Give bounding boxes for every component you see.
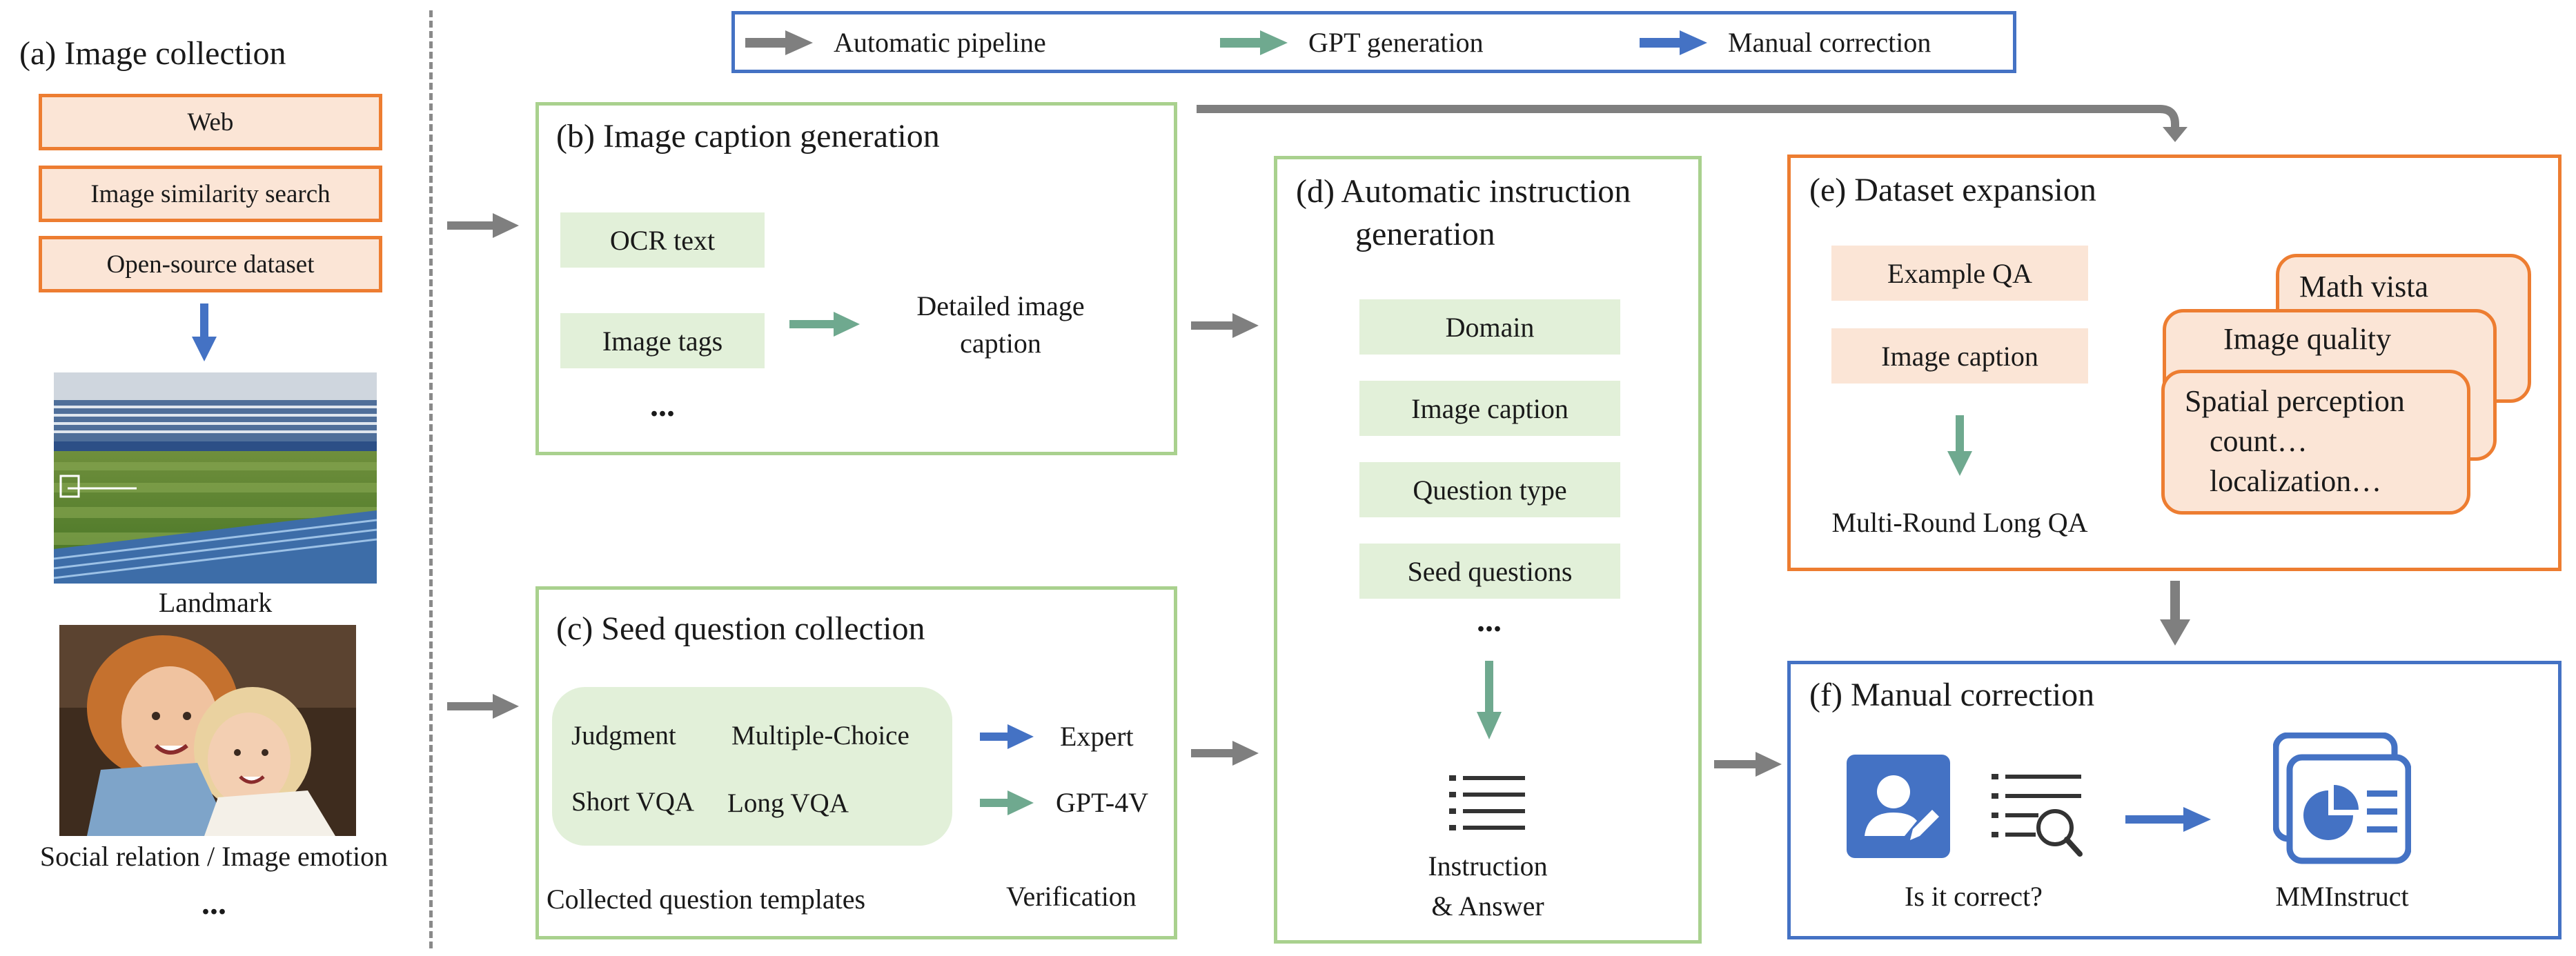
section-d-ellipsis: ...	[1477, 602, 1502, 639]
landmark-caption: Landmark	[158, 587, 273, 618]
legend-blue-arrow	[1640, 30, 1707, 55]
section-b-ellipsis: ...	[650, 387, 675, 424]
card-math-vista-label: Math vista	[2299, 270, 2428, 303]
input-image-caption-label: Image caption	[1411, 392, 1569, 424]
section-b-box	[535, 102, 1177, 455]
detailed-caption-line2: caption	[960, 328, 1041, 359]
image-caption-chip: Image caption	[1831, 328, 2088, 384]
ocr-text-chip: OCR text	[560, 212, 765, 268]
input-domain: Domain	[1359, 299, 1620, 355]
legend-manual-label: Manual correction	[1728, 27, 1931, 58]
type-short-vqa: Short VQA	[571, 787, 695, 817]
section-e-box	[1787, 155, 2562, 571]
card-spatial-line2: count…	[2210, 424, 2308, 458]
instruction-output-line2: & Answer	[1431, 890, 1544, 922]
seed-to-instruction-arrow	[1191, 741, 1259, 766]
question-types-cloud	[552, 687, 952, 846]
to-expert-arrow	[980, 724, 1034, 749]
section-c-box	[535, 586, 1177, 939]
legend-green-arrow	[1220, 30, 1288, 55]
legend-gray-arrow	[745, 30, 813, 55]
caption-to-instruction-arrow	[1191, 313, 1259, 338]
section-divider	[429, 10, 433, 948]
to-gpt4v-arrow	[980, 790, 1034, 815]
source-similarity-label: Image similarity search	[90, 179, 331, 208]
list-search-icon	[1992, 771, 2084, 858]
section-f-box	[1787, 661, 2562, 939]
input-seed-questions-label: Seed questions	[1407, 555, 1573, 587]
source-web: Web	[39, 94, 382, 150]
source-open-dataset: Open-source dataset	[39, 236, 382, 292]
section-d-title-line1: (d) Automatic instruction	[1296, 173, 1631, 210]
input-seed-questions: Seed questions	[1359, 544, 1620, 599]
dataset-chart-icon	[2272, 732, 2412, 865]
source-web-label: Web	[187, 108, 234, 137]
list-icon	[1449, 774, 1526, 835]
section-b-title: (b) Image caption generation	[556, 118, 940, 155]
card-spatial-perception	[2161, 370, 2470, 515]
type-judgment: Judgment	[571, 721, 676, 750]
social-relation-caption: Social relation / Image emotion	[39, 841, 389, 872]
collection-down-arrow	[192, 303, 217, 361]
example-qa-label: Example QA	[1887, 257, 2032, 289]
source-open-dataset-label: Open-source dataset	[106, 250, 315, 279]
ocr-text-label: OCR text	[609, 224, 716, 256]
expansion-to-correction-arrow	[2160, 581, 2190, 646]
to-seed-arrow	[447, 694, 519, 719]
image-caption-chip-label: Image caption	[1881, 340, 2038, 372]
detailed-caption-line1: Detailed image	[916, 290, 1085, 321]
instruction-output-line1: Instruction	[1428, 850, 1548, 882]
user-edit-icon	[1847, 755, 1950, 858]
type-long-vqa: Long VQA	[727, 788, 849, 818]
caption-to-expansion-arrow	[1197, 105, 2187, 142]
landmark-image	[54, 372, 377, 584]
instruction-to-correction-arrow	[1714, 752, 1782, 777]
legend-automatic-label: Automatic pipeline	[834, 27, 1046, 58]
is-it-correct-label: Is it correct?	[1905, 881, 2043, 912]
templates-caption: Collected question templates	[547, 884, 866, 915]
mminstruct-label: MMInstruct	[2275, 881, 2409, 912]
section-d-title-line2: generation	[1355, 216, 1495, 252]
instruction-down-arrow	[1477, 661, 1502, 739]
section-d-box	[1274, 156, 1702, 944]
card-image-quality-label: Image quality	[2223, 322, 2392, 356]
to-caption-arrow	[447, 213, 519, 238]
section-a-title: (a) Image collection	[19, 35, 286, 72]
tags-to-caption-arrow	[789, 312, 860, 337]
section-a-ellipsis: ...	[201, 885, 226, 922]
image-tags-label: Image tags	[602, 325, 723, 357]
social-relation-image	[59, 625, 356, 836]
input-image-caption: Image caption	[1359, 381, 1620, 436]
correction-to-result-arrow	[2125, 807, 2211, 832]
input-question-type-label: Question type	[1413, 474, 1567, 506]
multi-round-output: Multi-Round Long QA	[1831, 507, 2088, 538]
section-e-title: (e) Dataset expansion	[1809, 172, 2096, 208]
legend-gpt-label: GPT generation	[1308, 27, 1484, 58]
verifier-expert: Expert	[1060, 721, 1134, 752]
image-tags-chip: Image tags	[560, 313, 765, 368]
example-qa-chip: Example QA	[1831, 246, 2088, 301]
section-f-title: (f) Manual correction	[1809, 677, 2095, 713]
legend-box	[731, 11, 2016, 73]
verifier-gpt4v: GPT-4V	[1056, 787, 1149, 818]
card-spatial-line1: Spatial perception	[2185, 384, 2405, 418]
section-c-title: (c) Seed question collection	[556, 610, 925, 647]
expansion-down-arrow	[1947, 415, 1972, 476]
input-question-type: Question type	[1359, 462, 1620, 517]
type-multiple-choice: Multiple-Choice	[731, 721, 910, 750]
input-domain-label: Domain	[1445, 311, 1535, 343]
card-spatial-line3: localization…	[2210, 464, 2382, 498]
verification-caption: Verification	[1006, 881, 1137, 912]
source-similarity-search: Image similarity search	[39, 166, 382, 222]
